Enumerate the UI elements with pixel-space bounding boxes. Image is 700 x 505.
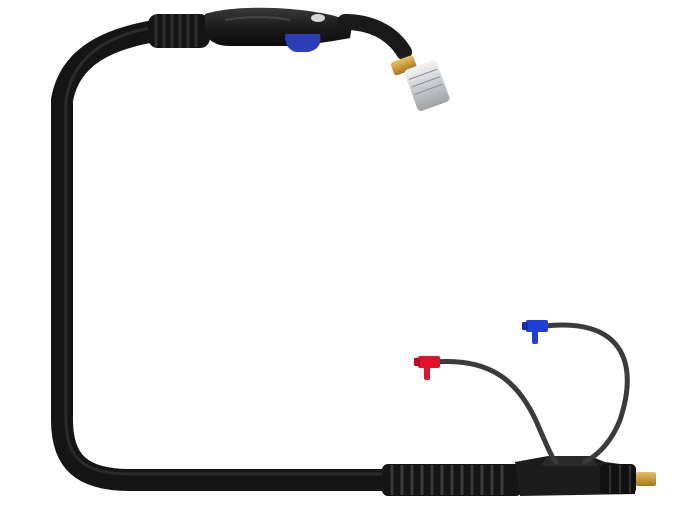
red-hose (432, 359, 559, 465)
blue-water-connector-icon (522, 320, 548, 344)
power-cable-icon (51, 19, 401, 491)
euro-connector-icon (382, 456, 636, 496)
torch-handle-icon (205, 7, 352, 52)
swan-neck-icon (337, 14, 412, 60)
blue-hose (542, 322, 630, 465)
cable-strain-relief (148, 14, 210, 48)
contact-tip-nozzle-icon (390, 55, 450, 111)
brass-pin-icon (636, 472, 656, 486)
red-water-connector-icon (414, 356, 440, 380)
